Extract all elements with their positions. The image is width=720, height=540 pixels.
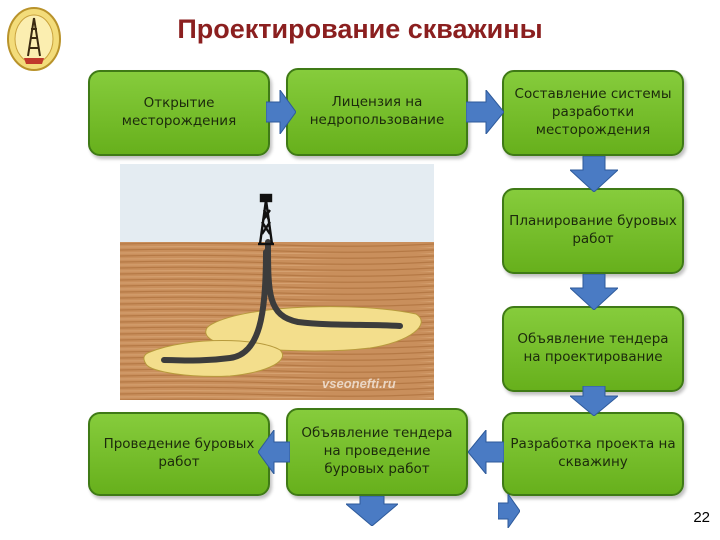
arrow-right-icon [498, 494, 520, 528]
step-drilling-works: Проведение буровых работ [88, 412, 270, 496]
arrow-down-icon [346, 496, 398, 526]
arrow-right-icon [266, 90, 296, 134]
page-number: 22 [693, 509, 710, 526]
arrow-left-icon [468, 430, 504, 474]
university-logo-icon [7, 7, 61, 71]
step-drilling-tender: Объявление тендера на проведение буровых… [286, 408, 468, 496]
arrow-left-icon [258, 430, 290, 474]
step-well-project: Разработка проекта на скважину [502, 412, 684, 496]
well-illustration: vseonefti.ru [120, 164, 434, 400]
step-subsoil-license: Лицензия на недропользование [286, 68, 468, 156]
arrow-down-icon [570, 274, 618, 310]
step-design-tender: Объявление тендера на проектирование [502, 306, 684, 392]
step-drilling-planning: Планирование буровых работ [502, 188, 684, 274]
watermark: vseonefti.ru [322, 376, 396, 391]
page-title: Проектирование скважины [177, 14, 543, 44]
arrow-right-icon [466, 90, 504, 134]
arrow-down-icon [570, 386, 618, 416]
arrow-down-icon [570, 156, 618, 192]
step-field-discovery: Открытие месторождения [88, 70, 270, 156]
step-development-system: Составление системы разработки месторожд… [502, 70, 684, 156]
derrick-icon [258, 193, 274, 246]
